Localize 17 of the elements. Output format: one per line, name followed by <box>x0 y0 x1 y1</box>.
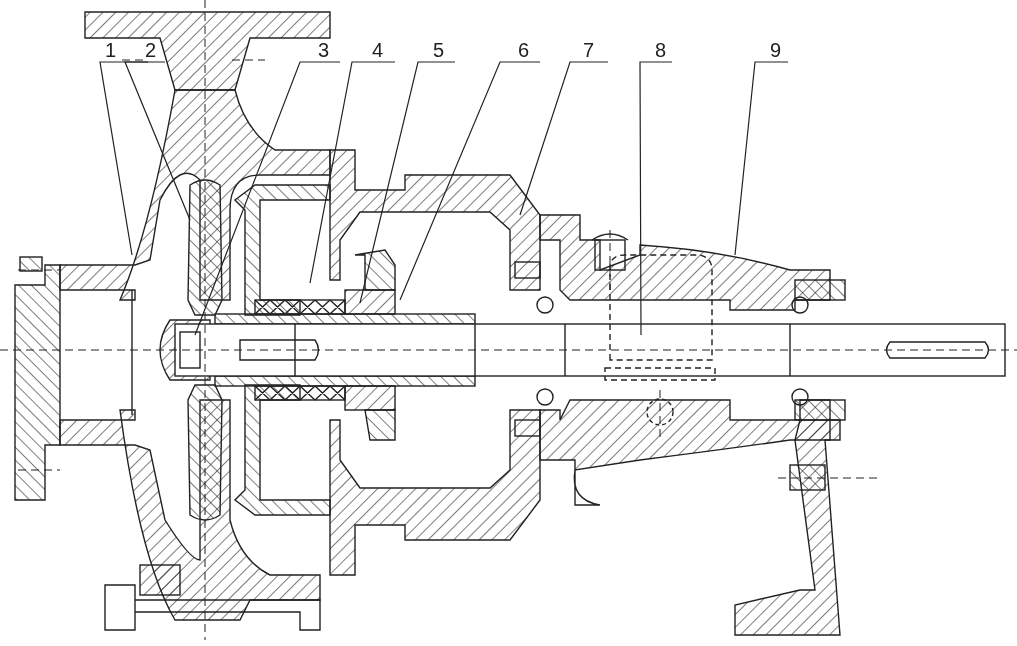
leader-line <box>639 61 673 336</box>
leader-line <box>734 61 789 256</box>
callout-number: 3 <box>318 40 330 60</box>
callout-number: 7 <box>583 40 595 60</box>
leader-line <box>309 61 396 284</box>
leader-line <box>399 61 541 301</box>
leader-line <box>124 61 191 221</box>
callout-number: 4 <box>372 40 384 60</box>
callout-number: 5 <box>433 40 445 60</box>
leader-line <box>359 61 456 304</box>
callout-number: 2 <box>145 40 157 60</box>
leader-line <box>194 61 341 336</box>
callout-number: 1 <box>105 40 117 60</box>
callout-number: 8 <box>655 40 667 60</box>
callout-number: 9 <box>770 40 782 60</box>
leader-line <box>519 61 609 216</box>
callout-number: 6 <box>518 40 530 60</box>
